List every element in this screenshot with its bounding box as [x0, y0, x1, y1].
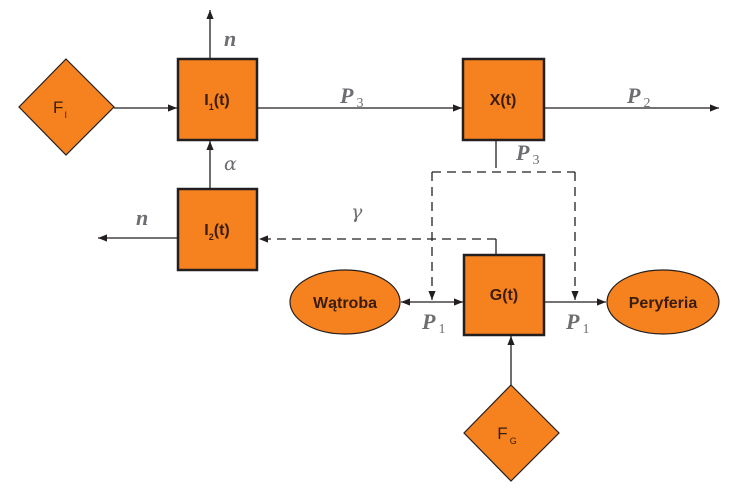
node-watroba-label: Wątroba	[313, 295, 377, 312]
ellipse-shape	[289, 269, 401, 335]
node-g-label: G(t)	[490, 287, 518, 304]
diamond-shape	[463, 384, 560, 482]
node-i2-label: I2(t)	[204, 222, 229, 242]
node-i2[interactable]: I2(t)	[176, 187, 259, 272]
box-shape	[461, 57, 546, 142]
node-i1[interactable]: I1(t)	[176, 57, 259, 142]
node-f-i-label: FI	[53, 98, 67, 120]
label-gamma: γ	[351, 201, 363, 223]
diamond-shape	[18, 58, 115, 156]
box-shape	[176, 57, 259, 142]
node-f-i[interactable]: FI	[18, 58, 115, 156]
node-i1-label: I1(t)	[204, 92, 229, 112]
box-shape	[176, 187, 259, 272]
node-x-label: X(t)	[490, 92, 517, 109]
label-i2-out-n: n	[136, 205, 148, 230]
node-g[interactable]: G(t)	[462, 253, 546, 337]
node-x[interactable]: X(t)	[461, 57, 546, 142]
box-shape	[462, 253, 546, 337]
node-watroba[interactable]: Wątroba	[289, 269, 401, 335]
node-peryferia[interactable]: Peryferia	[606, 269, 720, 335]
label-alpha: α	[224, 153, 237, 175]
node-peryferia-label: Peryferia	[629, 295, 698, 312]
label-i1-out-n: n	[224, 26, 236, 51]
ellipse-shape	[606, 269, 720, 335]
